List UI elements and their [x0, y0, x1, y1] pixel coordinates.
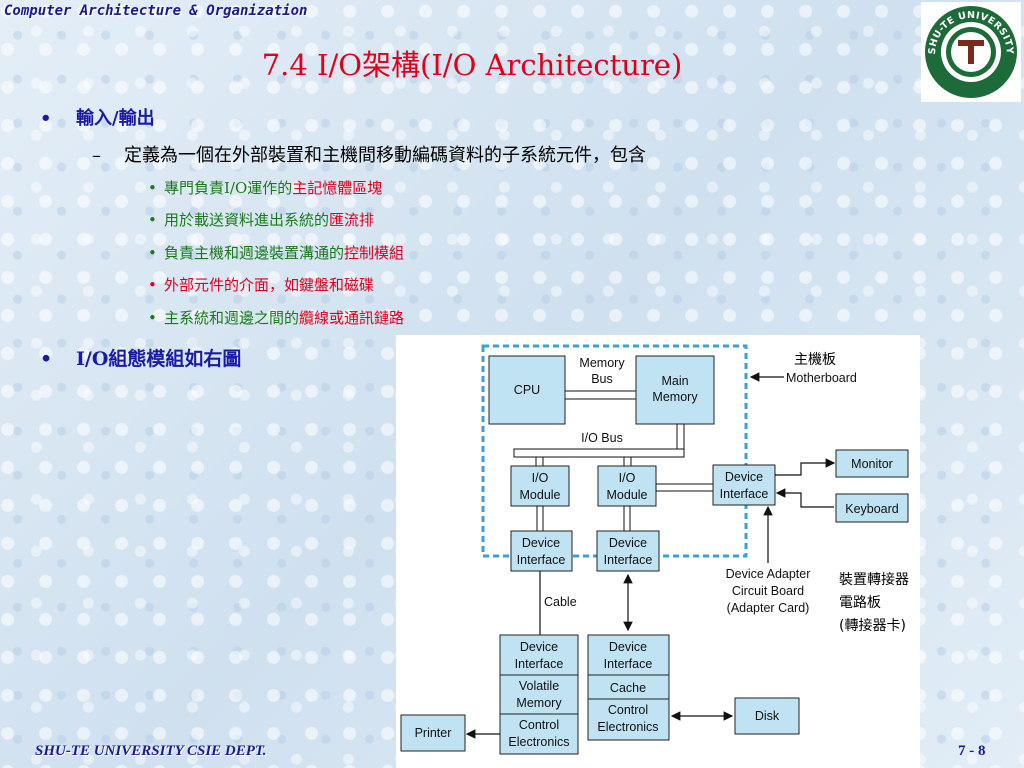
dash-marker: – [92, 145, 101, 166]
motherboard-cn-label: 主機板 [794, 352, 836, 368]
sub-item-highlight: 匯流排 [329, 211, 375, 229]
device-interface-a: Device Interface [510, 530, 573, 572]
main-memory-label: Memory [652, 390, 698, 404]
cable-label: Cable [544, 595, 577, 609]
io-bus-label: I/O Bus [581, 431, 623, 445]
adapter-label: Device Adapter [726, 567, 811, 581]
memory-bus [563, 390, 637, 400]
memory-bus-label: Bus [591, 372, 613, 386]
sub-item-highlight: 控制模組 [344, 244, 405, 262]
sub-item: • 外部元件的介面，如鍵盤和磁碟 [148, 274, 374, 295]
bullet-config-text: I/O組態模組如右圖 [76, 348, 242, 370]
memory-bus-label: Memory [579, 356, 625, 370]
svg-text:I/O: I/O [532, 471, 549, 485]
io-bus [513, 448, 685, 458]
bullet-dot: • [40, 108, 52, 129]
sub-item-highlight: 纜線或通訊鏈路 [299, 309, 405, 327]
bullet-config: • I/O組態模組如右圖 [40, 344, 241, 371]
svg-text:Electronics: Electronics [508, 735, 569, 749]
svg-text:Volatile: Volatile [519, 679, 559, 693]
svg-text:Device: Device [522, 536, 560, 550]
io-module-1: I/O Module [510, 465, 570, 507]
io-architecture-diagram: CPU Memory Bus Main Memory I/O Bus I/O M… [396, 335, 920, 768]
svg-text:Interface: Interface [720, 487, 769, 501]
sub-dot: • [148, 179, 157, 197]
page-number: 7 - 8 [958, 743, 986, 759]
logo-seal-icon: SHU-TE UNIVERSITY [925, 6, 1017, 98]
monitor-box: Monitor [835, 449, 909, 478]
university-logo: SHU-TE UNIVERSITY [921, 2, 1021, 102]
svg-text:Control: Control [519, 718, 559, 732]
svg-text:Device: Device [725, 470, 763, 484]
slide-title: 7.4 I/O架構(I/O Architecture) [261, 48, 683, 82]
printer-controller: Device Interface Volatile Memory Control… [499, 634, 579, 755]
sub-dot: • [148, 211, 157, 229]
diagram-svg: CPU Memory Bus Main Memory I/O Bus I/O M… [400, 344, 909, 755]
svg-text:Memory: Memory [516, 696, 562, 710]
cpu-box: CPU [488, 355, 566, 425]
bullet-dot: • [40, 348, 53, 370]
sub-dot: • [148, 276, 157, 294]
sub-item-plain: 專門負責I/O運作的 [164, 179, 293, 197]
printer-box: Printer [400, 714, 466, 752]
main-memory-label: Main [661, 374, 688, 388]
bullet-io-text: 輸入/輸出 [76, 108, 155, 129]
sub-dot: • [148, 309, 157, 327]
main-memory-box: Main Memory [635, 355, 715, 425]
svg-text:Control: Control [608, 703, 648, 717]
io-module-2: I/O Module [597, 465, 657, 507]
svg-text:Cache: Cache [610, 681, 646, 695]
svg-text:Device: Device [609, 536, 647, 550]
bullet-definition: – 定義為一個在外部裝置和主機間移動編碼資料的子系統元件，包含 [92, 141, 646, 167]
svg-text:Electronics: Electronics [597, 720, 658, 734]
svg-text:Interface: Interface [517, 553, 566, 567]
adapter-label: Circuit Board [732, 584, 804, 598]
sub-item-plain: 用於載送資料進出系統的 [164, 211, 330, 229]
sub-item: • 主系統和週邊之間的纜線或通訊鏈路 [148, 307, 404, 328]
svg-text:Monitor: Monitor [851, 457, 893, 471]
svg-text:Keyboard: Keyboard [845, 502, 899, 516]
device-interface-b: Device Interface [596, 530, 660, 572]
cpu-label: CPU [514, 383, 540, 397]
svg-text:Module: Module [520, 488, 561, 502]
sub-item: • 用於載送資料進出系統的匯流排 [148, 209, 374, 230]
sub-item: • 負責主機和週邊裝置溝通的控制模組 [148, 242, 404, 263]
course-title: Computer Architecture & Organization [4, 3, 308, 19]
svg-text:I/O: I/O [619, 471, 636, 485]
svg-text:Device: Device [609, 640, 647, 654]
sub-item-plain: 外部元件的介面，如鍵盤和磁碟 [164, 276, 375, 294]
motherboard-en-label: Motherboard [786, 371, 857, 385]
device-interface-right: Device Interface [712, 464, 776, 506]
bullet-io: • 輸入/輸出 [40, 104, 155, 130]
sub-item-plain: 負責主機和週邊裝置溝通的 [164, 244, 345, 262]
svg-text:Disk: Disk [755, 709, 780, 723]
adapter-label: (Adapter Card) [727, 601, 810, 615]
svg-text:Interface: Interface [604, 657, 653, 671]
svg-text:Device: Device [520, 640, 558, 654]
disk-box: Disk [734, 697, 800, 735]
sub-item-highlight: 主記憶體區塊 [292, 179, 383, 197]
svg-text:Printer: Printer [415, 726, 452, 740]
adapter-cn-label: 裝置轉接器 [839, 571, 909, 588]
svg-text:Interface: Interface [604, 553, 653, 567]
sub-item: • 專門負責I/O運作的主記憶體區塊 [148, 177, 382, 198]
svg-text:Module: Module [607, 488, 648, 502]
adapter-cn-label: 電路板 [839, 595, 881, 611]
footer-dept: SHU-TE UNIVERSITY CSIE DEPT. [35, 743, 267, 759]
keyboard-box: Keyboard [835, 493, 909, 523]
sub-dot: • [148, 244, 157, 262]
bullet-definition-text: 定義為一個在外部裝置和主機間移動編碼資料的子系統元件，包含 [124, 145, 646, 166]
sub-item-plain: 主系統和週邊之間的 [164, 309, 300, 327]
disk-controller: Device Interface Cache Control Electroni… [587, 634, 670, 741]
svg-text:Interface: Interface [515, 657, 564, 671]
adapter-cn-label: (轉接器卡) [839, 617, 906, 634]
